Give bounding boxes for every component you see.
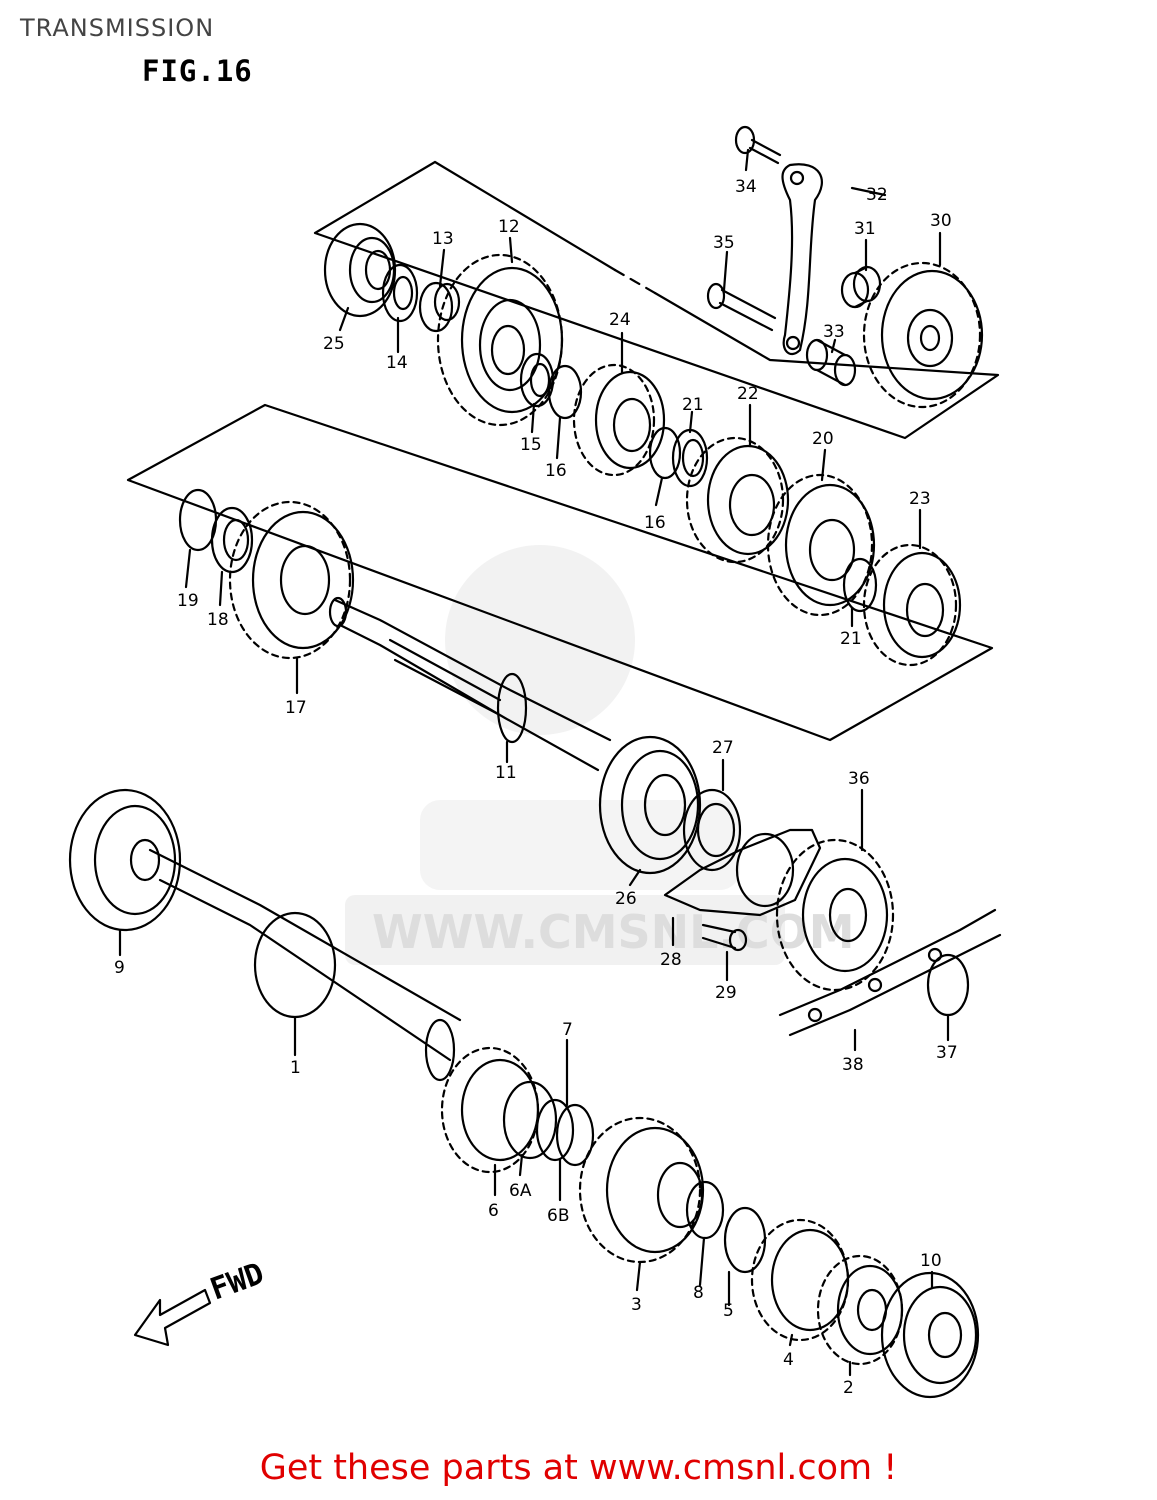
callout-27: 27 (712, 738, 734, 758)
callout-18: 18 (207, 610, 229, 630)
figure-number: FIG.16 (142, 54, 253, 88)
callout-2: 2 (843, 1378, 854, 1398)
cmsnl-parts-link[interactable]: Get these parts at www.cmsnl.com ! (259, 1448, 898, 1488)
callout-13: 13 (432, 229, 454, 249)
driveshaft-11 (328, 596, 612, 772)
pin-35 (706, 282, 777, 332)
circlip-19 (178, 488, 218, 552)
callout-15: 15 (520, 435, 542, 455)
bushing-13 (418, 281, 461, 333)
callout-24: 24 (609, 310, 631, 330)
gear-6 (440, 1046, 540, 1174)
callout-34: 34 (735, 177, 757, 197)
bushing-6a (502, 1080, 558, 1160)
callout-7: 7 (562, 1020, 573, 1040)
forward-arrow-icon: FWD (133, 1256, 269, 1347)
callout-33: 33 (823, 322, 845, 342)
callout-19: 19 (177, 591, 199, 611)
callout-36: 36 (848, 769, 870, 789)
callout-6a: 6A (509, 1181, 532, 1201)
callout-16-upper: 16 (545, 461, 567, 481)
callout-21-upper: 21 (682, 395, 704, 415)
callout-16-lower: 16 (644, 513, 666, 533)
callout-29: 29 (715, 983, 737, 1003)
callout-23: 23 (909, 489, 931, 509)
washer-6b (535, 1098, 575, 1162)
callout-9: 9 (114, 958, 125, 978)
lever-32 (781, 163, 823, 356)
sprocket-36 (775, 838, 895, 992)
gear-3 (578, 1116, 705, 1264)
gear-22 (685, 436, 790, 564)
bushing-31 (840, 265, 882, 309)
gear-30 (862, 261, 984, 409)
countershaft-1 (148, 848, 462, 1082)
callout-38: 38 (842, 1055, 864, 1075)
gear-17 (228, 500, 355, 660)
callout-25: 25 (323, 334, 345, 354)
gear-2 (816, 1254, 904, 1366)
washer-5 (723, 1206, 767, 1274)
callout-30: 30 (930, 211, 952, 231)
washer-15 (519, 352, 555, 408)
countershaft-frame (313, 160, 1000, 440)
bearing-26 (598, 735, 702, 875)
circlip-16-upper (547, 364, 583, 420)
callout-numbers: 1 2 3 4 5 6 6A 6B 7 8 9 10 11 12 13 14 1… (114, 177, 958, 1398)
circlip-37 (926, 953, 970, 1017)
callout-21-lower: 21 (840, 629, 862, 649)
washer-21-upper (671, 428, 709, 488)
gear-12 (436, 253, 564, 427)
oil-seal-27 (682, 788, 742, 872)
washer-21-lower (842, 557, 878, 613)
screw-34 (734, 125, 782, 165)
callout-12: 12 (498, 217, 520, 237)
watermark-text: WWW.CMSNL.COM (372, 905, 855, 959)
driveshaft-frame (126, 403, 994, 742)
callout-14: 14 (386, 353, 408, 373)
callout-31: 31 (854, 219, 876, 239)
gear-24 (572, 363, 666, 477)
washer-14 (381, 263, 419, 323)
callout-1: 1 (290, 1058, 301, 1078)
cmsnl-watermark: WWW.CMSNL.COM (345, 545, 855, 965)
callout-11: 11 (495, 763, 517, 783)
bearing-10 (880, 1271, 980, 1399)
callout-3: 3 (631, 1295, 642, 1315)
callout-17: 17 (285, 698, 307, 718)
callout-6: 6 (488, 1201, 499, 1221)
callout-10: 10 (920, 1251, 942, 1271)
collar-33 (805, 338, 857, 387)
callout-35: 35 (713, 233, 735, 253)
callout-8: 8 (693, 1283, 704, 1303)
callout-32: 32 (866, 185, 888, 205)
gear-23 (862, 543, 962, 667)
leader-lines (118, 148, 950, 1377)
circlip-16-lower (648, 426, 682, 480)
callout-37: 37 (936, 1043, 958, 1063)
bearing-9 (68, 788, 182, 932)
drive-chain-38 (778, 908, 1002, 1037)
callout-6b: 6B (547, 1206, 569, 1226)
page-title: TRANSMISSION (20, 14, 215, 42)
circlip-8 (685, 1180, 725, 1240)
callout-26: 26 (615, 889, 637, 909)
callout-28: 28 (660, 950, 682, 970)
callout-22: 22 (737, 384, 759, 404)
circlip-7 (555, 1103, 595, 1167)
callout-4: 4 (783, 1350, 794, 1370)
gear-4 (750, 1218, 850, 1342)
gear-20 (766, 473, 876, 617)
fwd-label: FWD (206, 1256, 269, 1307)
callout-5: 5 (723, 1301, 734, 1321)
retainer-plate-28 (663, 828, 822, 917)
bolt-29 (701, 923, 748, 952)
callout-20: 20 (812, 429, 834, 449)
